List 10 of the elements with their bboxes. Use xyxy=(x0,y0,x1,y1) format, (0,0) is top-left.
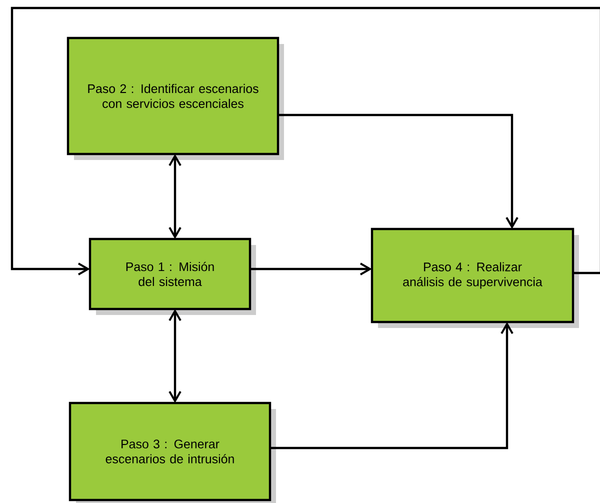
arrow xyxy=(250,262,372,276)
process-box: Paso 1 : Misión del sistema xyxy=(88,238,256,315)
process-box: Paso 3 : Generar escenarios de intrusión xyxy=(68,402,276,503)
arrow xyxy=(168,308,182,403)
arrow xyxy=(278,114,518,229)
arrow xyxy=(270,322,514,450)
arrow xyxy=(10,6,600,276)
arrow xyxy=(168,154,182,239)
process-box: Paso 4 : Realizar análisis de supervivencia xyxy=(370,228,579,328)
process-box: Paso 2 : Identificar escenarios con servicios escenciales xyxy=(66,36,284,160)
